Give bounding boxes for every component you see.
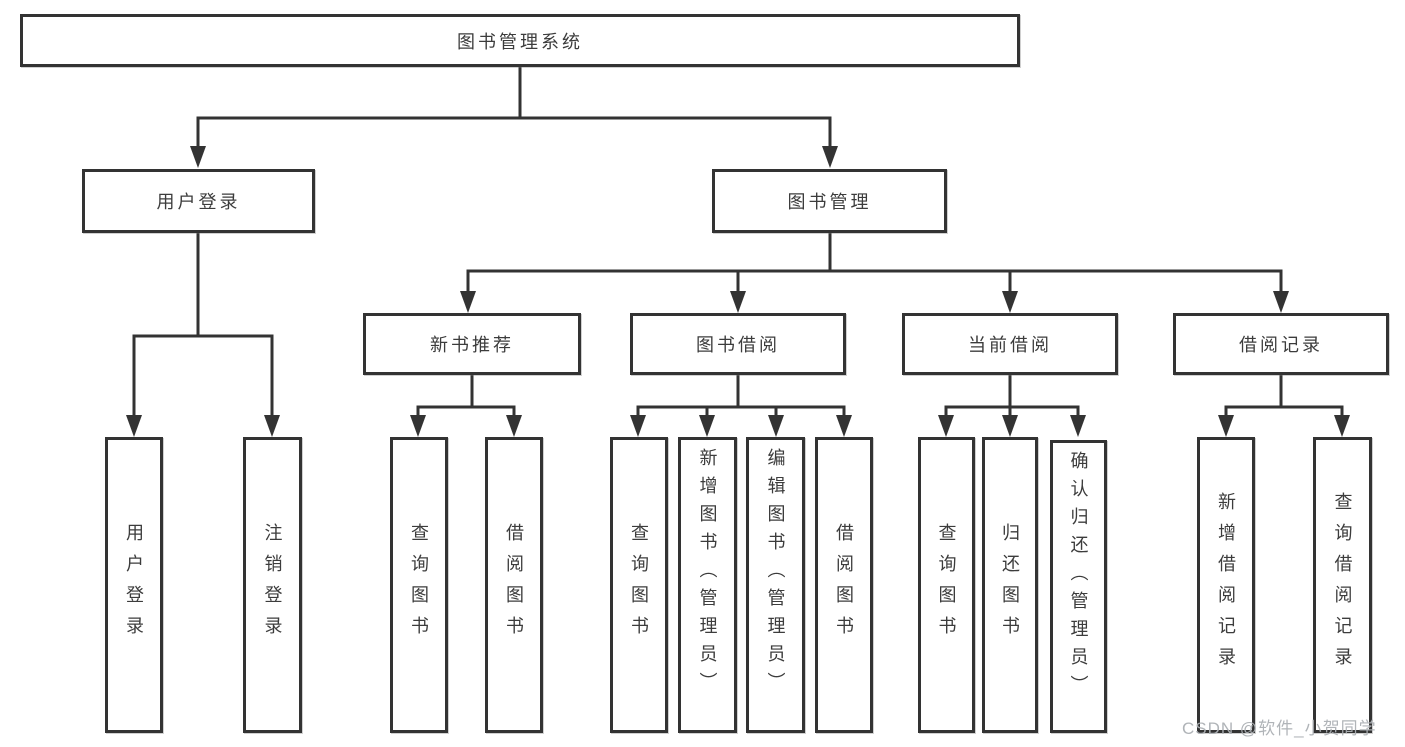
leaf-borrow-borrow-books: 借阅图书	[815, 437, 873, 733]
leaf-records-add-record: 新增借阅记录	[1197, 437, 1255, 733]
node-root: 图书管理系统	[20, 14, 1020, 67]
leaf-recommend-query-books: 查询图书	[390, 437, 448, 733]
leaf-logout: 注销登录	[243, 437, 302, 733]
leaf-current-query-books: 查询图书	[918, 437, 975, 733]
leaf-recommend-borrow-books: 借阅图书	[485, 437, 543, 733]
node-book-management: 图书管理	[712, 169, 947, 233]
node-new-book-recommend: 新书推荐	[363, 313, 581, 375]
leaf-borrow-query-books: 查询图书	[610, 437, 668, 733]
leaf-records-query-record: 查询借阅记录	[1313, 437, 1372, 733]
leaf-current-return-books: 归还图书	[982, 437, 1038, 733]
node-user-login: 用户登录	[82, 169, 315, 233]
node-book-borrow: 图书借阅	[630, 313, 846, 375]
watermark-text: CSDN @软件_小贺同学	[1182, 719, 1377, 738]
node-current-borrow: 当前借阅	[902, 313, 1118, 375]
leaf-borrow-add-books-admin: 新增图书（管理员）	[678, 437, 737, 733]
leaf-borrow-edit-books-admin: 编辑图书（管理员）	[746, 437, 805, 733]
node-borrow-records: 借阅记录	[1173, 313, 1389, 375]
leaf-current-confirm-return-admin: 确认归还（管理员）	[1050, 440, 1107, 733]
leaf-user-login: 用户登录	[105, 437, 163, 733]
